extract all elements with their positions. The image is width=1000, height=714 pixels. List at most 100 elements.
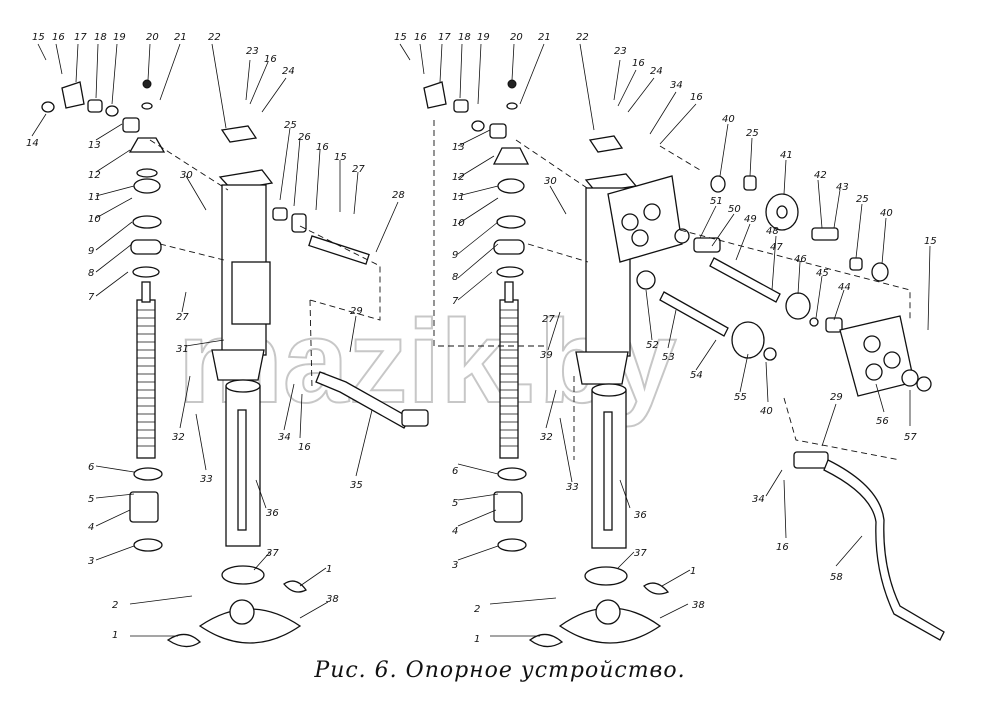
- right-assembly: [399, 43, 945, 648]
- callout-label: 40: [760, 406, 773, 417]
- callout-label: 48: [766, 226, 779, 237]
- callout-label: 35: [350, 480, 363, 491]
- callout-label: 41: [780, 150, 793, 161]
- callout-label: 16: [690, 92, 703, 103]
- callout-label: 18: [458, 32, 471, 43]
- callout-label: 37: [634, 548, 647, 559]
- right-housing: [575, 135, 683, 385]
- callout-label: 28: [392, 190, 405, 201]
- callout-label: 39: [540, 350, 553, 361]
- callout-label: 9: [88, 246, 94, 257]
- callout-label: 47: [770, 242, 783, 253]
- callout-label: 9: [452, 250, 458, 261]
- callout-label: 30: [544, 176, 557, 187]
- callout-label: 10: [88, 214, 101, 225]
- callout-label: 12: [88, 170, 101, 181]
- callout-label: 6: [452, 466, 458, 477]
- callout-label: 16: [298, 442, 311, 453]
- left-top-parts: [41, 79, 153, 117]
- right-crank-handle: [793, 451, 945, 641]
- callout-label: 11: [452, 192, 465, 203]
- callout-label: 54: [690, 370, 703, 381]
- callout-label: 3: [452, 560, 458, 571]
- callout-label: 22: [208, 32, 221, 43]
- callout-label: 25: [746, 128, 759, 139]
- callout-label: 25: [284, 120, 297, 131]
- callout-label: 20: [146, 32, 159, 43]
- left-housing: [211, 125, 274, 381]
- callout-label: 29: [350, 306, 363, 317]
- figure-caption: Рис. 6. Опорное устройство.: [314, 658, 686, 683]
- callout-label: 31: [176, 344, 189, 355]
- callout-label: 30: [180, 170, 193, 181]
- callout-label: 49: [744, 214, 757, 225]
- callout-label: 24: [650, 66, 663, 77]
- callout-label: 32: [172, 432, 185, 443]
- callout-label: 5: [88, 494, 94, 505]
- callout-label: 33: [200, 474, 213, 485]
- callout-label: 15: [32, 32, 45, 43]
- callout-label: 8: [452, 272, 458, 283]
- callout-label: 18: [94, 32, 107, 43]
- callout-label: 20: [510, 32, 523, 43]
- callout-label: 12: [452, 172, 465, 183]
- callout-label: 58: [830, 572, 843, 583]
- callout-label: 1: [326, 564, 332, 575]
- callout-label: 51: [710, 196, 723, 207]
- callout-label: 32: [540, 432, 553, 443]
- callout-label: 14: [26, 138, 39, 149]
- left-lead-screw: [136, 281, 156, 459]
- callout-label: 19: [113, 32, 126, 43]
- callout-label: 5: [452, 498, 458, 509]
- callout-label: 13: [452, 142, 465, 153]
- callout-label: 27: [542, 314, 555, 325]
- callout-label: 29: [830, 392, 843, 403]
- callout-label: 16: [264, 54, 277, 65]
- callout-label: 7: [88, 292, 95, 303]
- right-callouts: 15 16 17 18 19 20 21 22 23 16 24 34 16 1…: [394, 32, 937, 645]
- callout-label: 1: [474, 634, 480, 645]
- callout-label: 17: [438, 32, 451, 43]
- callout-label: 27: [352, 164, 365, 175]
- callout-label: 36: [634, 510, 647, 521]
- callout-label: 21: [174, 32, 187, 43]
- callout-label: 43: [836, 182, 849, 193]
- callout-label: 16: [316, 142, 329, 153]
- callout-label: 21: [538, 32, 551, 43]
- callout-label: 42: [814, 170, 827, 181]
- callout-label: 22: [576, 32, 589, 43]
- callout-label: 16: [414, 32, 427, 43]
- callout-label: 16: [776, 542, 789, 553]
- callout-label: 3: [88, 556, 94, 567]
- callout-label: 23: [246, 46, 259, 57]
- callout-label: 16: [632, 58, 645, 69]
- right-top-parts: [423, 79, 518, 132]
- callout-label: 6: [88, 462, 94, 473]
- callout-label: 55: [734, 392, 747, 403]
- callout-label: 36: [266, 508, 279, 519]
- right-lower-tube: [558, 383, 662, 644]
- callout-label: 56: [876, 416, 889, 427]
- callout-label: 34: [278, 432, 291, 443]
- left-crank-handle: [315, 371, 429, 429]
- callout-label: 1: [112, 630, 118, 641]
- callout-label: 4: [88, 522, 94, 533]
- callout-label: 27: [176, 312, 189, 323]
- callout-label: 34: [752, 494, 765, 505]
- callout-label: 37: [266, 548, 279, 559]
- callout-label: 44: [838, 282, 851, 293]
- callout-label: 4: [452, 526, 458, 537]
- callout-label: 45: [816, 268, 829, 279]
- callout-label: 38: [326, 594, 339, 605]
- callout-label: 38: [692, 600, 705, 611]
- callout-label: 2: [474, 604, 480, 615]
- callout-label: 24: [282, 66, 295, 77]
- callout-label: 13: [88, 140, 101, 151]
- callout-label: 40: [880, 208, 893, 219]
- callout-label: 23: [614, 46, 627, 57]
- callout-label: 19: [477, 32, 490, 43]
- callout-label: 34: [670, 80, 683, 91]
- callout-label: 52: [646, 340, 659, 351]
